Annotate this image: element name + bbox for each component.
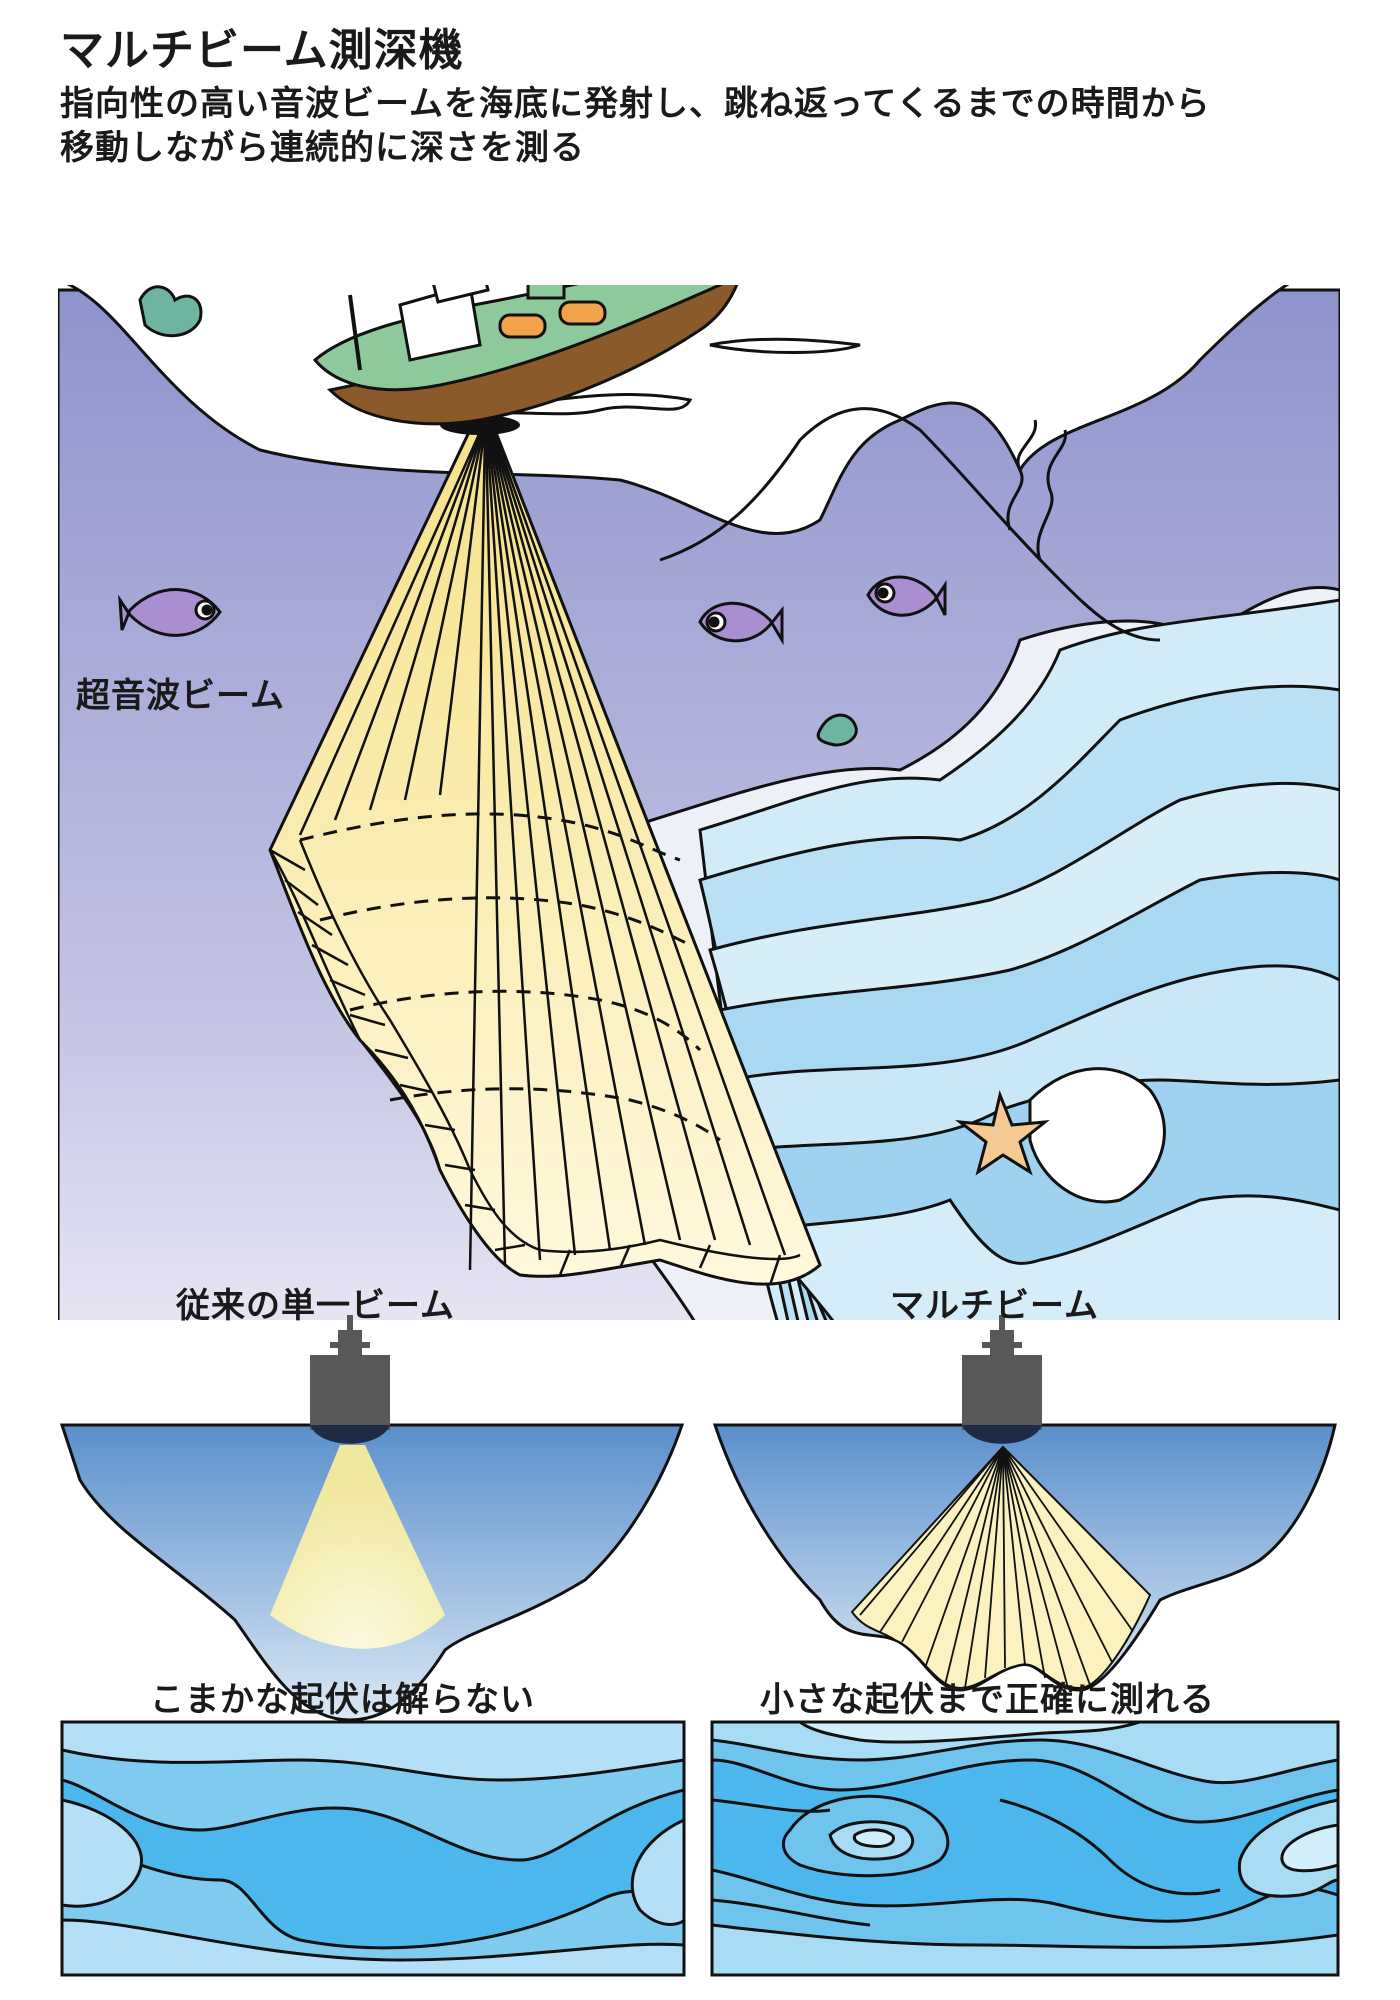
multi-beam-contour-map: [710, 1720, 1340, 1977]
beam-label: 超音波ビーム: [76, 676, 285, 716]
multi-beam-fan: [850, 1445, 1152, 1690]
single-beam-caption: こまかな起伏は解らない: [150, 1680, 535, 1720]
multi-beam-caption: 小さな起伏まで正確に測れる: [760, 1680, 1215, 1720]
multi-beam-lines: [859, 1446, 1133, 1689]
sea-surface: [58, 285, 1340, 535]
single-ship-icon: [310, 1315, 390, 1444]
main-scene: [58, 285, 1340, 1320]
ultrasonic-beam: [268, 428, 822, 1286]
single-beam-diagram: [59, 1315, 685, 1722]
single-beam-label: 従来の単一ビーム: [176, 1286, 455, 1326]
subtitle-line-1: 指向性の高い音波ビームを海底に発射し、跳ね返ってくるまでの時間から: [60, 84, 1211, 124]
multi-ship-icon: [962, 1315, 1042, 1444]
fish-right: [866, 575, 947, 617]
single-beam-contour-map: [60, 1720, 686, 1977]
fish-left: [118, 588, 222, 637]
mountain-outline: [659, 407, 1161, 642]
seaweed: [138, 285, 1068, 747]
single-beam-cone: [270, 1445, 445, 1649]
survey-ship: [312, 285, 861, 435]
starfish: [954, 1090, 1050, 1176]
multi-beam-diagram: [712, 1315, 1337, 1692]
page-title: マルチビーム測深機: [60, 25, 464, 76]
multi-beam-label: マルチビーム: [890, 1286, 1099, 1326]
subtitle-line-2: 移動しながら連続的に深さを測る: [60, 128, 585, 168]
fish-middle: [698, 601, 784, 646]
